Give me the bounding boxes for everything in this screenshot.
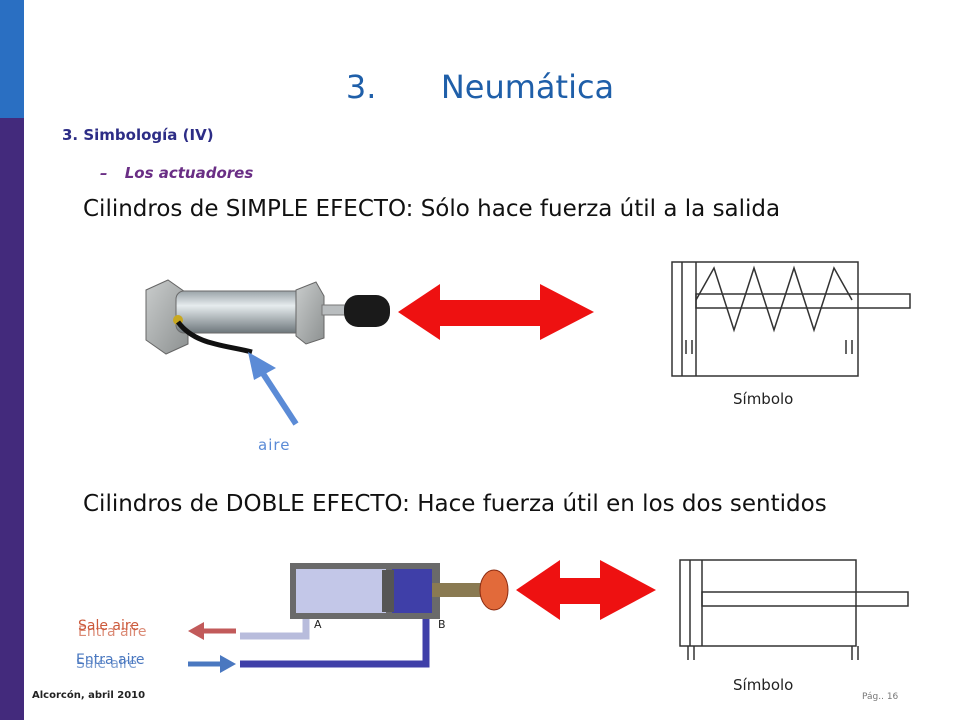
port-label-top-1: Sale aire <box>78 618 139 634</box>
single-acting-symbol <box>671 261 911 377</box>
title-text: Neumática <box>440 68 615 106</box>
footer-location-date: Alcorcón, abril 2010 <box>32 690 146 701</box>
port-label-bottom-2: Sale aire <box>76 656 137 672</box>
outline-dash: – <box>100 164 108 182</box>
port-a-line <box>240 619 310 640</box>
port-b-label: B <box>438 618 446 631</box>
footer-page-number: Pág.. 16 <box>862 692 899 702</box>
air-hose <box>175 320 253 355</box>
double-acting-symbol <box>679 559 909 660</box>
double-acting-heading: Cilindros de DOBLE EFECTO: Hace fuerza ú… <box>83 491 827 517</box>
title-number: 3. <box>345 68 377 106</box>
cylinder-barrel <box>175 290 305 334</box>
slide-title: 3. Neumática <box>0 68 960 106</box>
single-acting-heading: Cilindros de SIMPLE EFECTO: Sólo hace fu… <box>83 196 781 222</box>
port-label-top-2: Entra aire <box>78 624 147 640</box>
port-a-label: A <box>314 618 322 631</box>
port-arrows <box>188 622 236 673</box>
single-acting-cylinder-illustration <box>145 279 390 355</box>
outline-level2-text: Los actuadores <box>124 164 254 182</box>
air-label: aire <box>258 436 291 454</box>
double-arrow-red-bottom <box>516 560 656 620</box>
double-acting-cylinder-illustration: A B <box>240 563 509 668</box>
outline-level1: 3. Simbología (IV) <box>62 126 214 144</box>
symbol-label-double: Símbolo <box>733 676 794 694</box>
symbol-label-single: Símbolo <box>733 390 794 408</box>
outline-level2: – Los actuadores <box>100 164 253 182</box>
cylinder-end-plate-right <box>295 281 325 345</box>
double-arrow-red-top <box>398 284 594 340</box>
left-accent-bar <box>0 0 24 720</box>
port-label-bottom-1: Entra aire <box>76 652 145 668</box>
port-b-line <box>240 619 430 668</box>
rod-end-cap <box>344 295 390 327</box>
air-inlet-arrow <box>248 352 299 426</box>
